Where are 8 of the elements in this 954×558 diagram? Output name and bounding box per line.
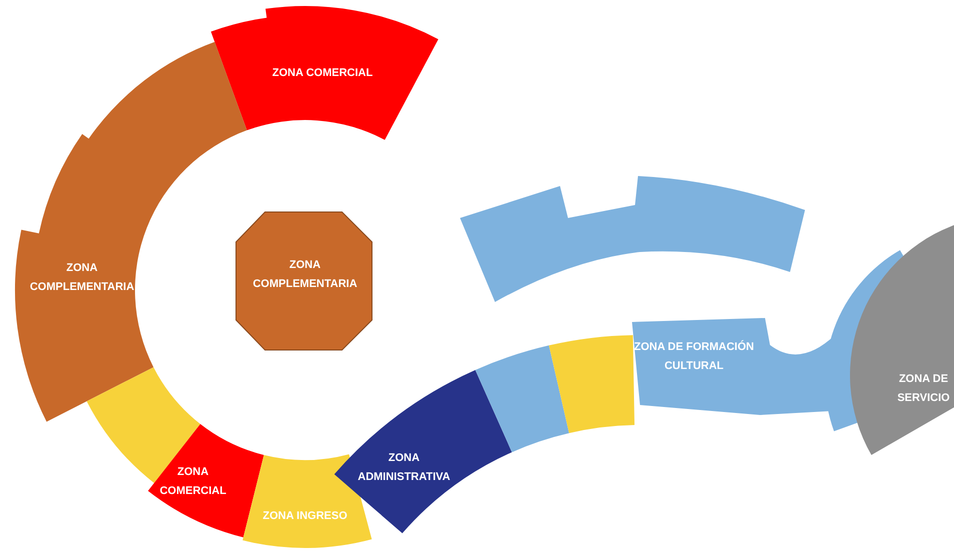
- zone-label: ZONA ADMINISTRATIVA: [356, 451, 452, 485]
- zone-label: ZONA DE FORMACIÓN CULTURAL: [633, 339, 755, 374]
- zone-label: ZONA INGRESO: [262, 508, 348, 524]
- zone-label: ZONA COMPLEMENTARIA: [252, 258, 358, 292]
- zone-label: ZONA COMERCIAL: [272, 66, 373, 81]
- zone-label: ZONA COMERCIAL: [158, 465, 228, 499]
- zone-label: ZONA DE SERVICIO: [896, 372, 951, 406]
- zone-label: ZONA COMPLEMENTARIA: [28, 260, 136, 294]
